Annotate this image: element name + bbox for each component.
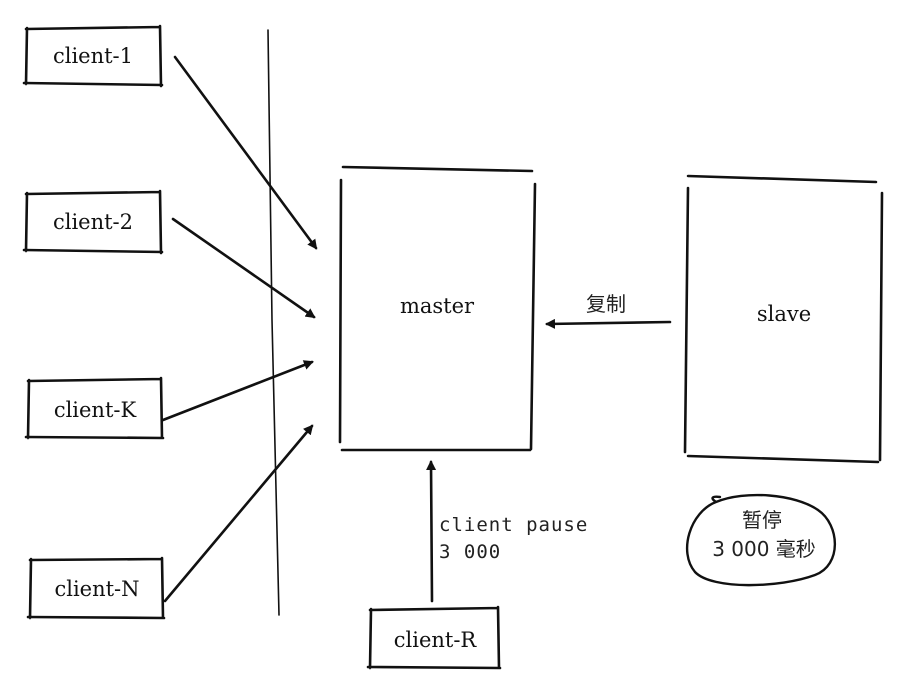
client-2-node: client-2 xyxy=(22,189,164,255)
pause-command-line-1: client pause xyxy=(439,514,588,536)
client-2-label: client-2 xyxy=(53,210,133,234)
master-node: master xyxy=(338,165,537,452)
client-r-node: client-R xyxy=(366,605,502,670)
client-1-label: client-1 xyxy=(53,44,133,68)
arrow-client-1-to-master xyxy=(173,55,318,250)
slave-label: slave xyxy=(757,302,811,326)
divider-line xyxy=(267,29,280,616)
slave-node: slave xyxy=(683,174,884,464)
arrow-replication xyxy=(545,318,672,329)
client-n-node: client-N xyxy=(26,556,166,620)
client-1-node: client-1 xyxy=(22,24,164,88)
arrow-client-k-to-master xyxy=(161,360,314,422)
arrow-client-n-to-master xyxy=(163,424,314,603)
client-r-label: client-R xyxy=(394,628,478,652)
arrow-client-2-to-master xyxy=(171,217,316,319)
pause-note-bubble: 暂停 3 000 毫秒 xyxy=(685,493,837,587)
replication-label: 复制 xyxy=(586,292,626,316)
client-k-node: client-K xyxy=(24,376,165,440)
pause-note-line-1: 暂停 xyxy=(742,508,782,532)
pause-note-line-2: 3 000 毫秒 xyxy=(712,537,816,561)
client-k-label: client-K xyxy=(54,398,137,422)
master-label: master xyxy=(400,294,475,318)
client-n-label: client-N xyxy=(54,577,139,601)
arrow-client-r-to-master xyxy=(426,460,437,603)
pause-command-line-2: 3 000 xyxy=(439,541,501,563)
